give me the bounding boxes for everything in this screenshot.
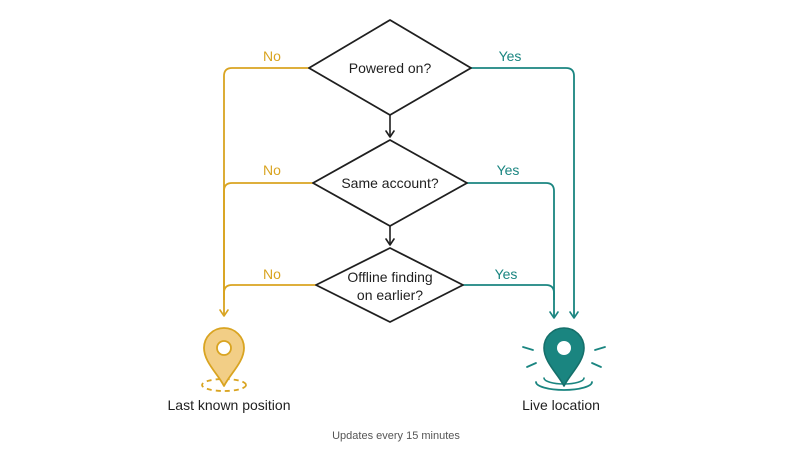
outcome-label: Live location [522, 397, 600, 413]
location-pin-icon [522, 327, 606, 391]
no-label-2: No [263, 162, 281, 178]
yes-line-3 [463, 284, 555, 300]
yes-branch-lines [463, 67, 579, 319]
no-line-2 [223, 182, 313, 300]
no-label-1: No [263, 48, 281, 64]
outcome-label: Last known position [168, 397, 291, 413]
yes-label-2: Yes [497, 162, 520, 178]
yes-label-1: Yes [499, 48, 522, 64]
decision-diamond [315, 247, 464, 323]
yes-line-2 [467, 182, 559, 319]
decision-diamond [308, 19, 472, 116]
decision-text: Same account? [341, 175, 438, 191]
outcome-last-known: Last known position [168, 327, 291, 413]
outcome-live-location: Live location [522, 327, 606, 413]
no-label-3: No [263, 266, 281, 282]
location-pin-icon [201, 327, 247, 392]
no-line-3 [223, 284, 316, 300]
no-line-1 [219, 67, 309, 317]
decision-text-line-2: on earlier? [357, 287, 423, 303]
yes-label-3: Yes [495, 266, 518, 282]
decision-offline-finding: Offline finding on earlier? [315, 247, 464, 323]
decision-diamond [312, 139, 468, 227]
decision-same-account: Same account? [312, 139, 468, 227]
decision-powered-on: Powered on? [308, 19, 472, 116]
decision-text-line-1: Offline finding [347, 269, 432, 285]
update-interval-note: Updates every 15 minutes [332, 430, 460, 442]
yes-line-1 [471, 67, 579, 319]
decision-text: Powered on? [349, 60, 432, 76]
signal-waves-icon [522, 346, 606, 368]
no-branch-lines [219, 67, 316, 317]
